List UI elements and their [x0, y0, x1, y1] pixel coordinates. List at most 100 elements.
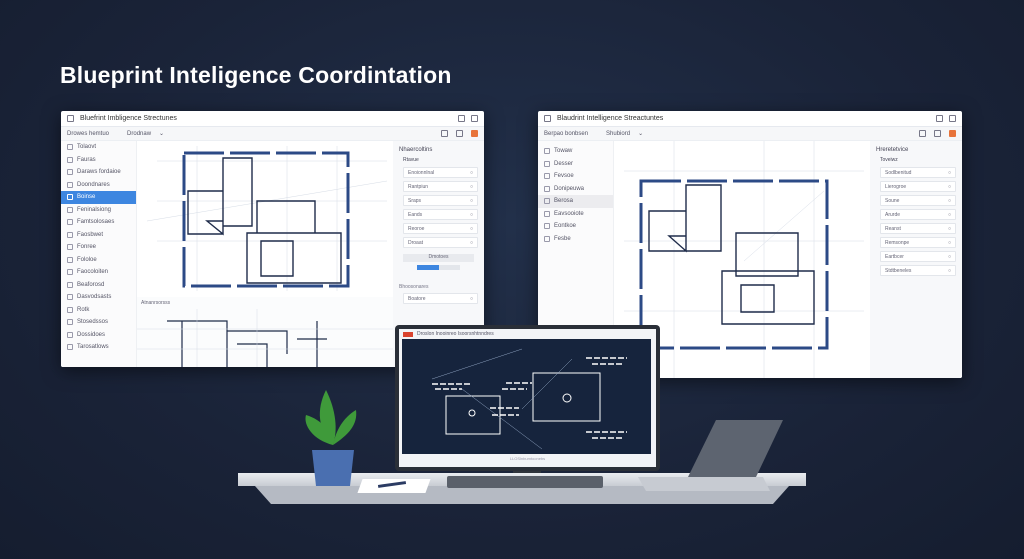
folder-icon: [67, 269, 73, 276]
sidebar-item[interactable]: Towaw: [538, 145, 613, 158]
project-label[interactable]: Drowes hemtuo: [67, 130, 110, 137]
panel-item-label: Reoroe: [408, 225, 425, 232]
panel-item[interactable]: Droaat○: [403, 237, 478, 248]
sidebar-item-label: Rotk: [77, 306, 90, 313]
sidebar-item[interactable]: Daraws fordaioe: [61, 166, 136, 179]
panel-item[interactable]: Reoroe○: [403, 223, 478, 234]
folder-icon: [67, 331, 73, 338]
panel-item[interactable]: Eands○: [403, 209, 478, 220]
schematic-view[interactable]: [402, 339, 651, 454]
panel-item[interactable]: Eartbcer○: [880, 251, 956, 262]
view-dropdown[interactable]: Drodnaw: [127, 130, 152, 137]
sidebar-item[interactable]: Fonree: [61, 241, 136, 254]
folder-icon: [544, 235, 550, 242]
sidebar-item[interactable]: Dossidoes: [61, 329, 136, 342]
page-title: Blueprint Inteligence Coordintation: [60, 62, 452, 88]
circle-icon: ○: [947, 169, 951, 176]
circle-icon: ○: [947, 197, 951, 204]
circle-icon: ○: [469, 295, 473, 302]
folder-icon: [67, 156, 73, 163]
sidebar-item-label: Tarosatlows: [77, 344, 109, 351]
panel-heading: Nhaercoltins: [399, 147, 433, 153]
sidebar-item[interactable]: Desser: [538, 158, 613, 171]
blueprint-canvas[interactable]: [137, 141, 393, 291]
sidebar-item[interactable]: Feninalsiong: [61, 204, 136, 217]
sidebar-item[interactable]: Famtsolosaes: [61, 216, 136, 229]
properties-panel: Hreretetvice Toveiwz Sodlbenitud○Lierogr…: [870, 141, 962, 378]
sidebar-item-label: Fesbe: [554, 235, 571, 242]
sidebar-item[interactable]: Dasvodsasts: [61, 291, 136, 304]
folder-icon: [67, 231, 73, 238]
grid-icon[interactable]: [949, 115, 956, 122]
left-window: Bluefrint Imbligence Strectunes Drowes h…: [61, 111, 484, 367]
sidebar-item[interactable]: Donipeuwa: [538, 183, 613, 196]
panel-heading: Hreretetvice: [876, 147, 909, 153]
sidebar-item[interactable]: Berosa: [538, 195, 613, 208]
circle-icon: ○: [469, 239, 473, 246]
panel-item-label: Boatore: [408, 295, 426, 302]
circle-icon: ○: [469, 211, 473, 218]
folder-icon: [67, 144, 73, 151]
folder-icon: [67, 181, 73, 188]
settings-icon[interactable]: [458, 115, 465, 122]
panel-item[interactable]: Sraps○: [403, 195, 478, 206]
sidebar-item[interactable]: Fauras: [61, 154, 136, 167]
sidebar-item[interactable]: Faocoloiten: [61, 266, 136, 279]
share-icon[interactable]: [456, 130, 463, 137]
sidebar-item-label: Boinse: [77, 194, 96, 201]
section-label: Atnanrsorsss: [141, 300, 171, 306]
panel-item[interactable]: Arurde○: [880, 209, 956, 220]
panel-item[interactable]: Sodlbenitud ○: [880, 167, 956, 178]
window-title: Bluefrint Imbligence Strectunes: [80, 115, 177, 122]
sidebar-item[interactable]: Fololoe: [61, 254, 136, 267]
sidebar-item-label: Dossidoes: [77, 331, 106, 338]
panel-item[interactable]: Boatore ○: [403, 293, 478, 304]
section-plan: [137, 309, 393, 367]
view-dropdown[interactable]: Shubiord: [606, 130, 631, 137]
sidebar-item[interactable]: Stosedssos: [61, 316, 136, 329]
sidebar-item-label: Fololoe: [77, 256, 97, 263]
sidebar-item[interactable]: Eontkoe: [538, 220, 613, 233]
panel-item-label: Enoionnlnal: [408, 169, 435, 176]
status-text: LLOSlnbumtoonebs: [509, 456, 546, 461]
settings-icon[interactable]: [936, 115, 943, 122]
folder-icon: [67, 206, 73, 213]
project-label[interactable]: Berpao bonbsen: [544, 130, 589, 137]
sidebar-item[interactable]: Eavsooiote: [538, 208, 613, 221]
sidebar-item[interactable]: Fevsoe: [538, 170, 613, 183]
section2-heading: Bhoosonares: [399, 284, 429, 290]
grid-icon[interactable]: [471, 115, 478, 122]
share-icon[interactable]: [934, 130, 941, 137]
sidebar-item[interactable]: Tarosatlows: [61, 341, 136, 354]
sidebar-item[interactable]: Rotk: [61, 304, 136, 317]
panel-item[interactable]: Remsonpe○: [880, 237, 956, 248]
panel-item[interactable]: Reanst○: [880, 223, 956, 234]
folder-icon: [544, 160, 550, 167]
sidebar-item[interactable]: Beaforosd: [61, 279, 136, 292]
folder-icon: [544, 173, 550, 180]
sidebar-item-label: Fauras: [77, 156, 96, 163]
panel-item[interactable]: Lierogroe○: [880, 181, 956, 192]
panel-item[interactable]: Stdtbeneles○: [880, 265, 956, 276]
panel-item[interactable]: Enoionnlnal○: [403, 167, 478, 178]
panel-item[interactable]: Rantpiun○: [403, 181, 478, 192]
panel-item[interactable]: Soune○: [880, 195, 956, 206]
sidebar-item[interactable]: Doondnares: [61, 179, 136, 192]
sidebar-item-label: Donipeuwa: [554, 185, 585, 192]
apply-button[interactable]: Dmotoes: [403, 254, 474, 262]
user-avatar[interactable]: [471, 130, 478, 137]
plant: [305, 390, 357, 486]
section-view[interactable]: Atnanrsorsss: [137, 297, 393, 367]
folder-icon: [544, 148, 550, 155]
sidebar-item[interactable]: Faosbwet: [61, 229, 136, 242]
save-icon[interactable]: [441, 130, 448, 137]
panel-item-label: Sodlbenitud: [885, 169, 912, 176]
sidebar-item-label: Eontkoe: [554, 223, 577, 230]
sidebar-item[interactable]: Boinse: [61, 191, 136, 204]
save-icon[interactable]: [919, 130, 926, 137]
sidebar-item[interactable]: Tolaovt: [61, 141, 136, 154]
keyboard: [447, 476, 603, 488]
sidebar-item[interactable]: Fesbe: [538, 233, 613, 246]
user-avatar[interactable]: [949, 130, 956, 137]
